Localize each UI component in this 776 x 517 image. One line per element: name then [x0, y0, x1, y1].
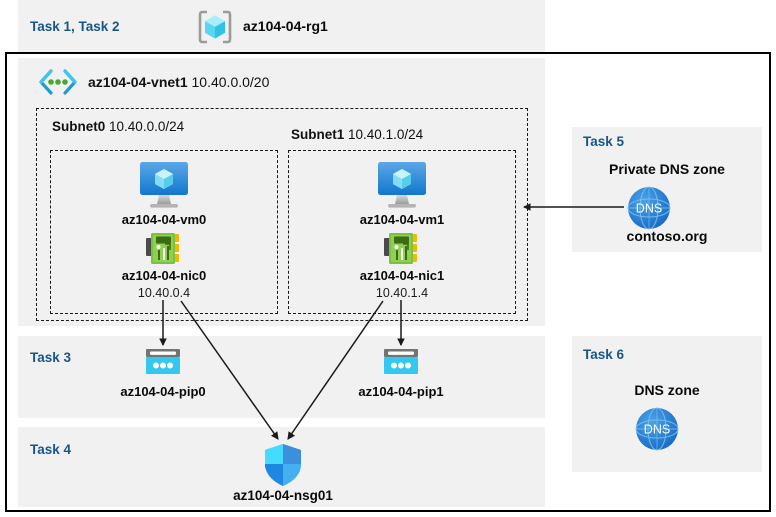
panel-task3: [18, 336, 545, 418]
subnet0-header: Subnet0 10.40.0.0/24: [52, 119, 184, 134]
task-label-task1-task2: Task 1, Task 2: [30, 19, 120, 34]
virtual-network-icon: [37, 68, 79, 101]
nic1-name: az104-04-nic1: [359, 268, 445, 283]
vnet-name: az104-04-vnet1: [88, 74, 188, 90]
task-label-task5: Task 5: [583, 134, 625, 149]
dns-zone-icon: DNS: [625, 184, 673, 237]
panel-task5: [572, 127, 762, 252]
subnet1-cidr: 10.40.1.0/24: [348, 127, 424, 142]
pip1-name: az104-04-pip1: [358, 384, 444, 399]
panel-vnet: [18, 58, 545, 326]
subnet1-name: Subnet1: [291, 127, 345, 142]
public-ip-address-icon: [382, 347, 420, 384]
subnet0-box: [50, 150, 278, 314]
panel-task6: [572, 336, 762, 472]
vm1-name: az104-04-vm1: [359, 212, 445, 227]
network-interface-icon: [146, 232, 182, 271]
subnet1-header: Subnet1 10.40.1.0/24: [291, 127, 423, 142]
network-security-group-icon: [262, 442, 304, 493]
nic0-ip: 10.40.0.4: [137, 286, 191, 300]
virtual-machine-icon: [369, 159, 435, 216]
dns-icon-text: DNS: [644, 423, 670, 437]
virtual-machine-icon: [131, 159, 197, 216]
resource-group-icon: [196, 8, 234, 51]
vnet-header: az104-04-vnet1 10.40.0.0/20: [88, 74, 269, 90]
subnet0-cidr: 10.40.0.0/24: [109, 119, 185, 134]
subnet0-name: Subnet0: [52, 119, 106, 134]
dns-zone-icon: DNS: [633, 405, 681, 458]
nsg-name: az104-04-nsg01: [233, 488, 333, 503]
public-ip-address-icon: [144, 347, 182, 384]
nic1-ip: 10.40.1.4: [375, 286, 429, 300]
panel-task1-task2: [18, 0, 545, 52]
subnets-dashed-container: [36, 108, 528, 321]
private-dns-zone-heading: Private DNS zone: [609, 161, 725, 177]
dns-zone-heading: DNS zone: [634, 382, 700, 398]
subnet1-box: [288, 150, 516, 314]
task-label-task6: Task 6: [583, 347, 625, 362]
private-dns-zone-name: contoso.org: [626, 228, 708, 244]
resource-group-name: az104-04-rg1: [243, 18, 328, 34]
task-label-task3: Task 3: [30, 350, 72, 365]
vm0-name: az104-04-vm0: [121, 212, 207, 227]
dns-icon-text: DNS: [636, 202, 662, 216]
vnet-cidr: 10.40.0.0/20: [191, 74, 270, 90]
diagram-outer-frame: [5, 52, 771, 512]
network-interface-icon: [384, 232, 420, 271]
pip0-name: az104-04-pip0: [120, 384, 206, 399]
nic0-name: az104-04-nic0: [121, 268, 207, 283]
task-label-task4: Task 4: [30, 442, 72, 457]
